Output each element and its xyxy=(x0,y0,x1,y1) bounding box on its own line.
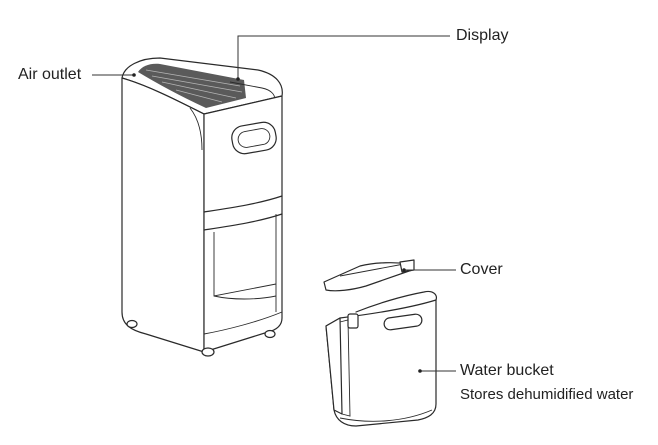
cover-leader-dot xyxy=(402,268,406,272)
unit-handle xyxy=(231,121,277,155)
unit-mid-band xyxy=(203,195,283,213)
bucket-bay-floor-inner xyxy=(213,295,277,300)
bucket-handle xyxy=(383,313,423,331)
cover-label: Cover xyxy=(460,261,503,278)
water-bucket-label: Water bucket xyxy=(460,362,554,379)
cover-top-edge xyxy=(339,263,405,277)
air-outlet-label: Air outlet xyxy=(18,66,82,83)
water-bucket-description: Stores dehumidified water xyxy=(460,386,634,403)
bucket-left-side xyxy=(325,317,343,415)
unit-handle-inner xyxy=(237,128,271,148)
cover-body xyxy=(323,262,413,292)
water-bucket-leader-dot xyxy=(418,369,422,373)
caster-rear-left xyxy=(126,319,138,329)
display-label: Display xyxy=(456,27,509,44)
bucket-float xyxy=(347,313,359,329)
caster-front-left xyxy=(201,347,215,357)
bucket-channel xyxy=(339,319,351,417)
bucket-cover xyxy=(323,259,415,292)
air-outlet-leader-dot xyxy=(132,73,136,77)
bucket-bottom-rim xyxy=(339,409,433,422)
unit-left-side xyxy=(121,77,205,353)
unit-side-curve xyxy=(189,107,203,151)
unit-mid-band-lower xyxy=(203,213,283,231)
bucket-back-rim xyxy=(355,290,437,313)
bucket-body xyxy=(325,299,437,427)
display-leader xyxy=(237,35,450,78)
bucket-bay-floor xyxy=(203,311,283,335)
caster-front-right xyxy=(264,329,276,339)
dehumidifier-unit xyxy=(121,57,283,357)
air-outlet-grille xyxy=(138,63,246,108)
water-bucket xyxy=(325,290,437,427)
leader-lines xyxy=(92,35,456,373)
display-leader-dot xyxy=(236,77,240,81)
grille-slats xyxy=(145,69,243,103)
